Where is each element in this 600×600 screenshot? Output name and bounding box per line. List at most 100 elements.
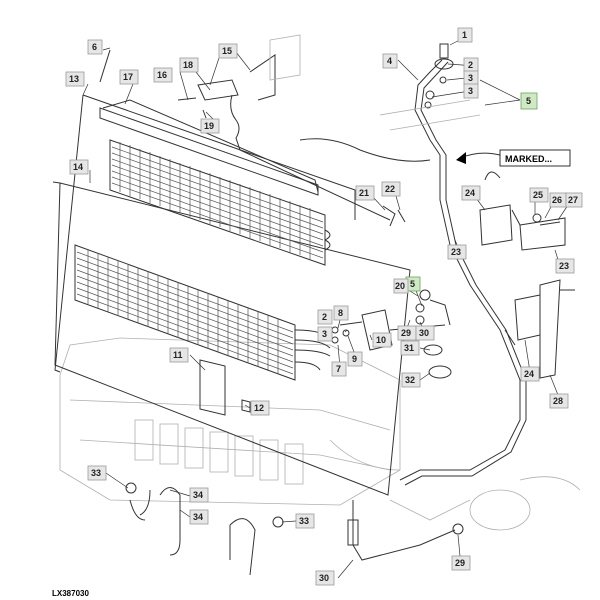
callout-8: 8 xyxy=(333,305,349,321)
callout-29a: 29 xyxy=(397,325,417,341)
callout-3a: 3 xyxy=(463,70,479,86)
compressor-line xyxy=(347,476,581,561)
callout-3b-label: 3 xyxy=(468,86,473,96)
callout-23b-label: 23 xyxy=(559,261,569,271)
callout-24a-label: 24 xyxy=(465,188,475,198)
callout-23a-label: 23 xyxy=(451,247,461,257)
callout-18-label: 18 xyxy=(183,60,193,70)
callout-8-label: 8 xyxy=(338,308,343,318)
callout-4: 4 xyxy=(382,53,398,69)
callout-14-label: 14 xyxy=(73,162,83,172)
callout-31: 31 xyxy=(400,340,420,356)
callout-26-label: 26 xyxy=(552,195,562,205)
callout-24b-label: 24 xyxy=(524,369,534,379)
callout-24a: 24 xyxy=(461,185,481,201)
callout-23a: 23 xyxy=(447,244,467,260)
callout-2b-label: 2 xyxy=(322,312,327,322)
upper-evaporator-coil xyxy=(99,107,331,266)
callout-32-label: 32 xyxy=(405,375,415,385)
housing-outline xyxy=(59,337,471,521)
callout-22: 22 xyxy=(381,181,401,197)
clutch-bracket xyxy=(504,279,575,379)
thermostat-assembly xyxy=(177,34,391,221)
callout-34a: 34 xyxy=(189,487,209,503)
lower-evaporator-coil xyxy=(74,244,331,381)
figure-code: LX387030 xyxy=(52,589,89,598)
callout-21-label: 21 xyxy=(359,188,369,198)
callout-1: 1 xyxy=(457,27,473,43)
callout-6-label: 6 xyxy=(92,42,97,52)
callout-10: 10 xyxy=(372,332,392,348)
callout-34b: 34 xyxy=(189,509,209,525)
drain-hoses xyxy=(125,482,284,576)
callout-34b-label: 34 xyxy=(193,512,203,522)
callout-3a-label: 3 xyxy=(468,73,473,83)
relay-assembly xyxy=(479,171,566,251)
callout-16-label: 16 xyxy=(157,70,167,80)
callout-20: 20 xyxy=(393,278,409,294)
callout-5b-label: 5 xyxy=(410,279,415,289)
callout-14: 14 xyxy=(69,159,89,175)
top-valve xyxy=(379,43,481,131)
callout-20-label: 20 xyxy=(395,281,405,291)
callout-5a-label: 5 xyxy=(526,96,531,106)
callout-1-label: 1 xyxy=(462,30,467,40)
callout-9: 9 xyxy=(347,351,363,367)
frame-14 xyxy=(52,181,411,496)
rod-6 xyxy=(99,49,111,83)
callout-2a: 2 xyxy=(463,57,479,73)
refrigerant-line-4 xyxy=(299,59,527,486)
callout-32: 32 xyxy=(401,372,421,388)
clips-21-22 xyxy=(382,205,406,227)
callout-25: 25 xyxy=(529,187,549,203)
callout-27-label: 27 xyxy=(568,195,578,205)
callout-21: 21 xyxy=(355,185,375,201)
callout-2a-label: 2 xyxy=(468,60,473,70)
callout-30b-label: 30 xyxy=(319,573,329,583)
callout-22-label: 22 xyxy=(385,184,395,194)
callout-33b: 33 xyxy=(295,513,315,529)
callout-4-label: 4 xyxy=(387,56,392,66)
callout-13: 13 xyxy=(65,71,85,87)
callout-15-label: 15 xyxy=(222,46,232,56)
callout-30a-label: 30 xyxy=(419,328,429,338)
callout-30b: 30 xyxy=(315,570,335,586)
callout-29b: 29 xyxy=(451,555,471,571)
callout-6: 6 xyxy=(87,39,103,55)
callout-23b: 23 xyxy=(555,258,575,274)
callout-26: 26 xyxy=(549,192,567,208)
callout-3c-label: 3 xyxy=(322,329,327,339)
callout-9-label: 9 xyxy=(352,354,357,364)
callout-34a-label: 34 xyxy=(193,490,203,500)
callout-19-label: 19 xyxy=(204,121,214,131)
callout-12: 12 xyxy=(250,400,270,416)
callout-19: 19 xyxy=(200,118,220,134)
callout-29b-label: 29 xyxy=(455,558,465,568)
callout-24b: 24 xyxy=(520,366,540,382)
callout-17: 17 xyxy=(119,69,139,85)
callout-31-label: 31 xyxy=(404,343,414,353)
callout-7: 7 xyxy=(331,361,347,377)
callout-16: 16 xyxy=(153,67,173,83)
callout-10-label: 10 xyxy=(376,335,386,345)
callout-3b: 3 xyxy=(463,83,479,99)
callout-3c: 3 xyxy=(317,326,333,342)
callout-2b: 2 xyxy=(317,309,333,325)
callout-27: 27 xyxy=(565,192,583,208)
clip-12 xyxy=(241,399,251,413)
panel-11 xyxy=(199,359,226,416)
bracket-17 xyxy=(102,99,319,193)
callout-15: 15 xyxy=(218,43,238,59)
callout-11: 11 xyxy=(169,347,189,363)
callout-25-label: 25 xyxy=(533,190,543,200)
callout-12-label: 12 xyxy=(254,403,264,413)
callout-33a: 33 xyxy=(87,465,107,481)
callout-33a-label: 33 xyxy=(91,468,101,478)
callout-18: 18 xyxy=(179,57,199,73)
callout-30a: 30 xyxy=(415,325,435,341)
callout-28-label: 28 xyxy=(553,396,563,406)
callout-17-label: 17 xyxy=(123,72,133,82)
callout-13-label: 13 xyxy=(69,74,79,84)
callout-33b-label: 33 xyxy=(299,516,309,526)
